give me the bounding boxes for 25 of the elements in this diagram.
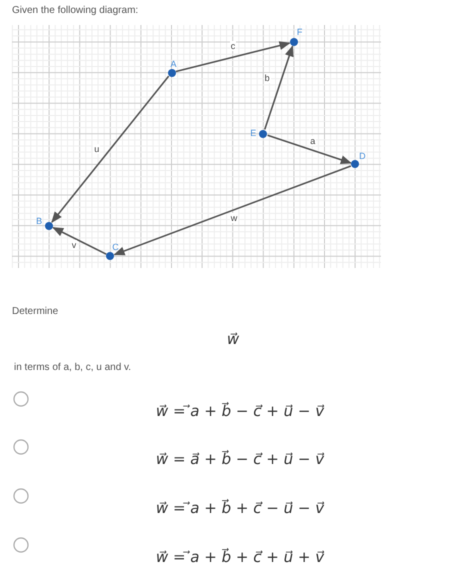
point-label: F — [296, 27, 302, 37]
edge-label: v — [70, 240, 78, 250]
answer-option: w⃗ = ⃗a + b⃗ − c⃗ + u⃗ − v⃗ — [156, 402, 324, 420]
prompt-text: in terms of a, b, c, u and v. — [14, 362, 132, 373]
point-label: C — [112, 242, 119, 252]
edge-label: c — [230, 41, 236, 52]
math-expression: w⃗ — [226, 330, 240, 348]
prompt-text: Determine — [12, 306, 58, 317]
answer-option: w⃗ = ⃗a + b⃗ + c⃗ + u⃗ + v⃗ — [156, 548, 324, 566]
vector-arrow — [176, 41, 291, 72]
prompt-text: Given the following diagram: — [12, 5, 138, 16]
edge-label: a — [309, 136, 316, 146]
answer-option: w⃗ = ⃗a + b⃗ + c⃗ − u⃗ − v⃗ — [156, 499, 324, 517]
vector-arrow — [51, 76, 170, 223]
answer-option: w⃗ = a⃗ + b⃗ − c⃗ + u⃗ − v⃗ — [156, 450, 324, 468]
vector-arrow — [264, 45, 294, 130]
point-label: D — [359, 151, 366, 162]
edge-label: w — [230, 213, 238, 224]
point-label: E — [250, 128, 256, 138]
point-label: B — [36, 216, 42, 226]
vector-arrow — [267, 134, 352, 164]
edge-label: u — [93, 144, 100, 154]
vector-arrow — [52, 226, 107, 255]
vector-arrow — [113, 165, 352, 256]
point-label: A — [170, 58, 177, 69]
